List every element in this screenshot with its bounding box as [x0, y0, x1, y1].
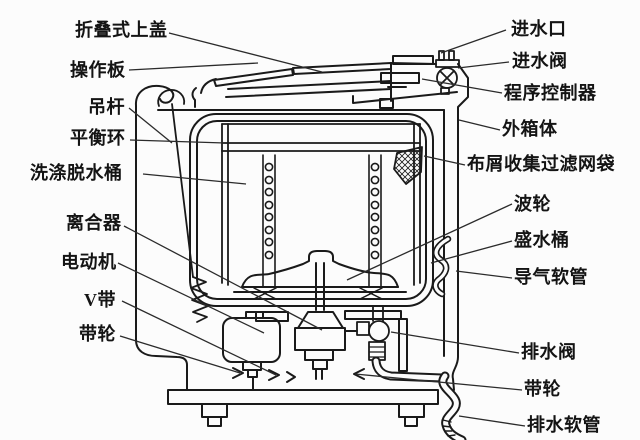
rod-hook	[157, 89, 186, 107]
label-drain-valve: 排水阀	[521, 342, 577, 362]
drain-valve-body	[368, 320, 390, 342]
leader-drain-valve	[390, 331, 520, 354]
tub-perforations	[262, 154, 382, 288]
leader-outer-cabinet	[458, 119, 501, 131]
label-motor: 电动机	[61, 252, 117, 272]
label-suspension-rod: 吊杆	[88, 97, 125, 117]
label-clutch: 离合器	[66, 213, 122, 233]
leader-water-tub	[430, 240, 513, 264]
leader-water-inlet-valve	[457, 61, 510, 69]
leader-program-controller	[421, 78, 503, 94]
leader-pulley-left	[119, 335, 241, 374]
label-v-belt: V带	[84, 290, 116, 310]
label-outer-cabinet: 外箱体	[502, 119, 558, 139]
label-drain-hose: 排水软管	[527, 415, 601, 435]
motor	[222, 311, 281, 390]
leader-pulsator	[346, 203, 513, 281]
label-program-controller: 程序控制器	[504, 83, 597, 103]
label-air-guide-hose: 导气软管	[514, 267, 588, 287]
leader-motor	[117, 262, 265, 334]
leader-clutch	[123, 225, 323, 331]
lint-filter-bag	[393, 146, 423, 185]
label-pulsator: 波轮	[514, 194, 551, 214]
leader-control-panel	[128, 62, 259, 71]
leader-pulley-right	[354, 373, 523, 391]
label-balance-ring: 平衡环	[70, 128, 126, 148]
damper-spring	[190, 276, 209, 323]
label-water-inlet: 进水口	[511, 19, 567, 39]
leader-water-inlet	[440, 29, 507, 54]
wash-spin-tub	[221, 150, 421, 288]
label-wash-spin-tub: 洗涤脱水桶	[30, 163, 123, 183]
leader-balance-ring	[129, 139, 226, 144]
pulsator	[233, 250, 407, 311]
balance-ring	[221, 123, 421, 152]
leader-v-belt	[121, 300, 277, 376]
water-inlet-valve	[435, 50, 460, 95]
leader-air-guide-hose	[455, 270, 513, 279]
label-pulley-right: 带轮	[524, 379, 561, 399]
folding-top-cover	[191, 62, 392, 108]
leader-suspension-rod	[128, 107, 173, 144]
leader-drain-hose	[458, 415, 526, 427]
suspension-rod	[157, 89, 209, 323]
label-lint-filter-bag: 布屑收集过滤网袋	[467, 154, 615, 174]
label-pulley-left: 带轮	[79, 324, 116, 344]
belt-arrows	[232, 367, 365, 383]
label-water-inlet-valve: 进水阀	[512, 51, 568, 71]
leader-wash-spin-tub	[142, 173, 247, 185]
leader-lint-filter-bag	[423, 155, 466, 166]
label-control-panel: 操作板	[70, 60, 126, 80]
drain-assembly	[356, 305, 467, 440]
label-folding-top-cover: 折叠式上盖	[75, 20, 168, 40]
cabinet-corner-curl	[134, 84, 175, 107]
clutch	[255, 310, 408, 380]
base	[167, 389, 439, 427]
leader-folding-top-cover	[168, 32, 323, 73]
air-guide-hose	[432, 235, 452, 298]
panel-display	[380, 72, 420, 84]
label-water-tub: 盛水桶	[514, 230, 570, 250]
control-panel	[352, 55, 458, 109]
outer-water-tub	[189, 113, 434, 307]
outer-cabinet-outline	[134, 63, 469, 427]
